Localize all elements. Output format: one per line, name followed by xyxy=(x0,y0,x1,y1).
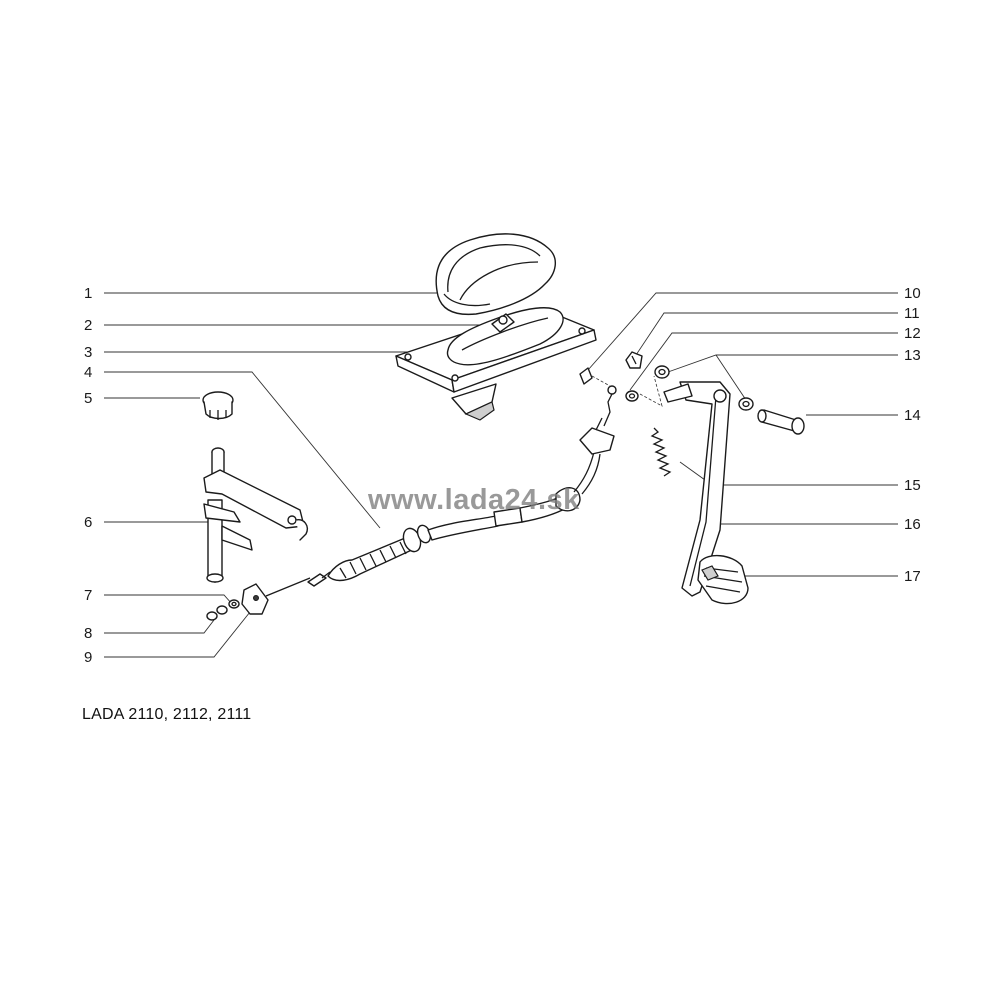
clip-part-11 xyxy=(625,351,643,369)
base-plate-part-3 xyxy=(395,307,597,421)
nut-part-8 xyxy=(206,605,228,621)
leader-9 xyxy=(104,611,251,658)
leader-10 xyxy=(587,292,898,371)
cap-part-5 xyxy=(202,391,234,420)
callout-7: 7 xyxy=(84,587,93,604)
callout-3: 3 xyxy=(84,344,93,361)
leader-8 xyxy=(104,619,215,634)
callout-2: 2 xyxy=(84,317,93,334)
callout-1: 1 xyxy=(84,285,93,302)
spring-part-15 xyxy=(650,427,672,477)
pin-part-14 xyxy=(757,409,805,435)
leader-7 xyxy=(104,594,233,605)
callout-6: 6 xyxy=(84,514,93,531)
boot-part-1 xyxy=(435,233,556,316)
pedal-arm-part-16 xyxy=(663,381,731,597)
leader-lines-right xyxy=(587,292,898,577)
leader-13 xyxy=(667,354,898,401)
leader-lines-left xyxy=(104,292,500,658)
callout-4: 4 xyxy=(84,364,93,381)
callout-15: 15 xyxy=(904,477,921,494)
callout-12: 12 xyxy=(904,325,921,342)
bushing-part-12 xyxy=(625,375,663,407)
fork-part-6 xyxy=(203,447,308,583)
model-caption: LADA 2110, 2112, 2111 xyxy=(82,706,252,723)
pedal-pad-part-17 xyxy=(697,555,749,605)
callout-11: 11 xyxy=(904,305,920,322)
cable-part-4 xyxy=(265,385,617,597)
callout-10: 10 xyxy=(904,285,921,302)
watermark: www.lada24.sk xyxy=(368,484,580,516)
callout-17: 17 xyxy=(904,568,921,585)
bushing-part-2 xyxy=(491,313,515,333)
clip-part-10 xyxy=(579,367,611,387)
leader-12 xyxy=(629,332,898,391)
callout-13: 13 xyxy=(904,347,921,364)
callout-9: 9 xyxy=(84,649,93,666)
leader-11 xyxy=(633,312,898,359)
callout-14: 14 xyxy=(904,407,921,424)
callout-16: 16 xyxy=(904,516,921,533)
callout-8: 8 xyxy=(84,625,93,642)
bracket-part-9 xyxy=(241,583,269,615)
leader-4 xyxy=(104,371,381,529)
bushing-part-13a xyxy=(654,365,670,379)
callout-5: 5 xyxy=(84,390,93,407)
bushing-part-13b xyxy=(738,397,754,411)
washer-part-7 xyxy=(228,599,240,609)
